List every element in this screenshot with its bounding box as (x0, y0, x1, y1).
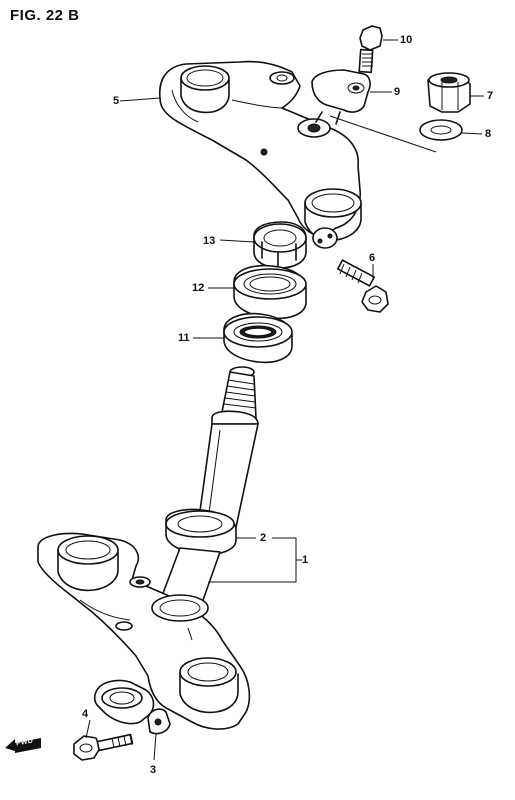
callout-12: 12 (192, 282, 205, 294)
leader-lines (85, 39, 484, 761)
side-bolt (336, 259, 389, 313)
callout-13: 13 (203, 235, 216, 247)
washer (419, 119, 463, 141)
cap-nut (427, 72, 471, 113)
top-bolt (358, 25, 383, 74)
lower-bracket (37, 532, 251, 730)
stopper-plate (93, 679, 171, 735)
callout-8: 8 (485, 128, 492, 140)
callout-6: 6 (369, 252, 376, 264)
lower-bolt (73, 733, 134, 761)
clamp-plate (311, 69, 371, 125)
callout-3: 3 (150, 764, 157, 776)
callout-1: 1 (302, 554, 309, 566)
callout-11: 11 (178, 332, 190, 344)
dust-seal (233, 264, 307, 320)
callout-4: 4 (82, 708, 89, 720)
callout-10: 10 (400, 34, 413, 46)
bearing (223, 312, 293, 364)
callout-5: 5 (113, 95, 120, 107)
upper-bracket (159, 60, 362, 249)
steering-stem (155, 366, 259, 621)
forward-arrow-icon (5, 738, 41, 753)
callout-2: 2 (260, 532, 267, 544)
callout-9: 9 (394, 86, 401, 98)
callout-7: 7 (487, 90, 494, 102)
figure-title: FIG. 22 B (10, 7, 80, 24)
steering-nut (253, 221, 307, 269)
